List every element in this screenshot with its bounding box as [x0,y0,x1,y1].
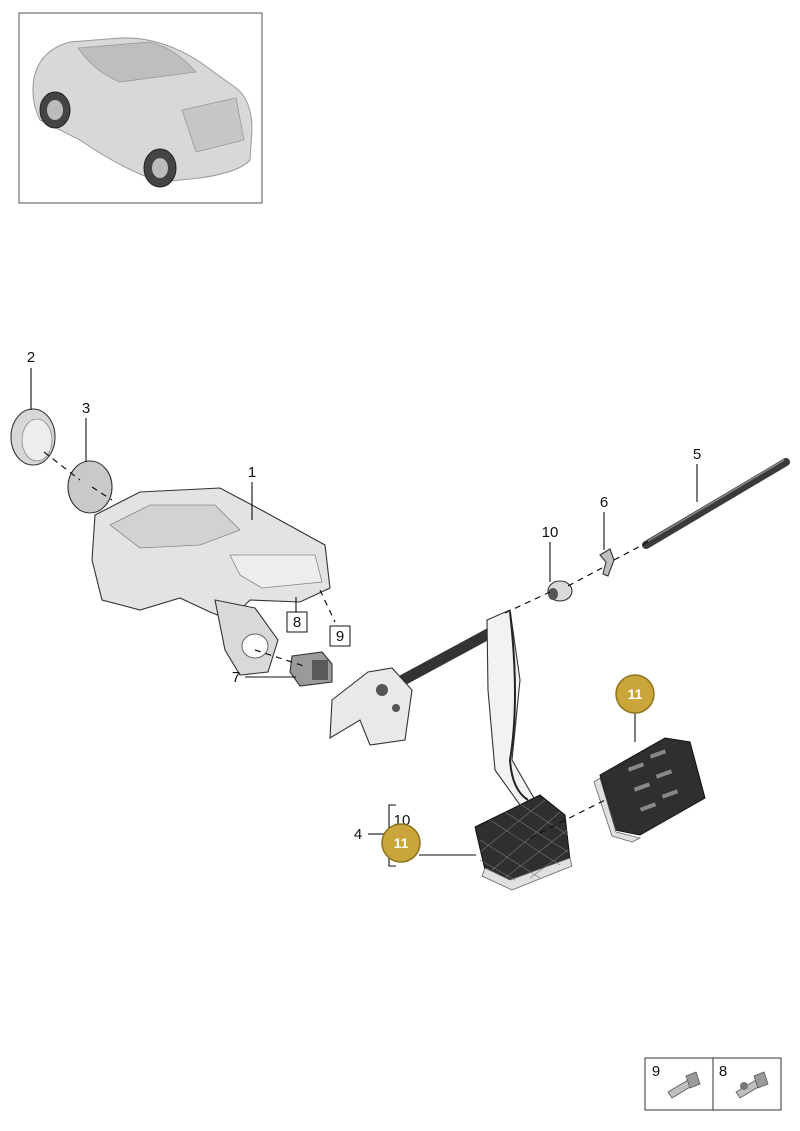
legend-label-8: 8 [719,1063,727,1080]
vehicle-thumbnail [18,12,263,204]
part-pedal-shaft [329,620,509,746]
part-pedal-arm [486,609,536,806]
callout-1: 1 [248,464,256,481]
part-cap-3 [67,460,113,514]
callout-4: 4 [354,826,362,843]
callout-7: 7 [232,669,240,686]
legend-label-9: 9 [652,1063,660,1080]
part-pedal-pad-right [593,737,706,843]
part-rod-5 [642,458,790,549]
bolt-icon-8 [735,1071,769,1099]
callout-3: 3 [82,400,90,417]
badge-pad-left: 11 [381,823,421,863]
part-cap-2 [10,408,56,466]
suv-icon [32,37,253,188]
part-switch-7 [289,651,333,687]
part-bushing-10 [547,580,573,602]
part-pedal-bracket-1 [91,487,331,676]
badge-pad-right: 11 [615,674,655,714]
badge-pad-right-label: 11 [628,686,643,702]
assembly-lines [43,451,649,839]
callout-6: 6 [600,494,608,511]
callout-8-boxed: 8 [293,614,301,631]
fastener-legend: 9 8 [644,1057,782,1111]
callout-2: 2 [27,349,35,366]
boxed-callouts: 8 9 [286,611,351,647]
part-brake-pad-4 [474,794,573,891]
part-clip-6 [599,548,615,577]
callout-9-boxed: 9 [336,628,344,645]
callout-10-top: 10 [542,524,559,541]
bolt-icon-9 [667,1071,701,1099]
callout-5: 5 [693,446,701,463]
badge-pad-left-label: 11 [394,835,409,851]
